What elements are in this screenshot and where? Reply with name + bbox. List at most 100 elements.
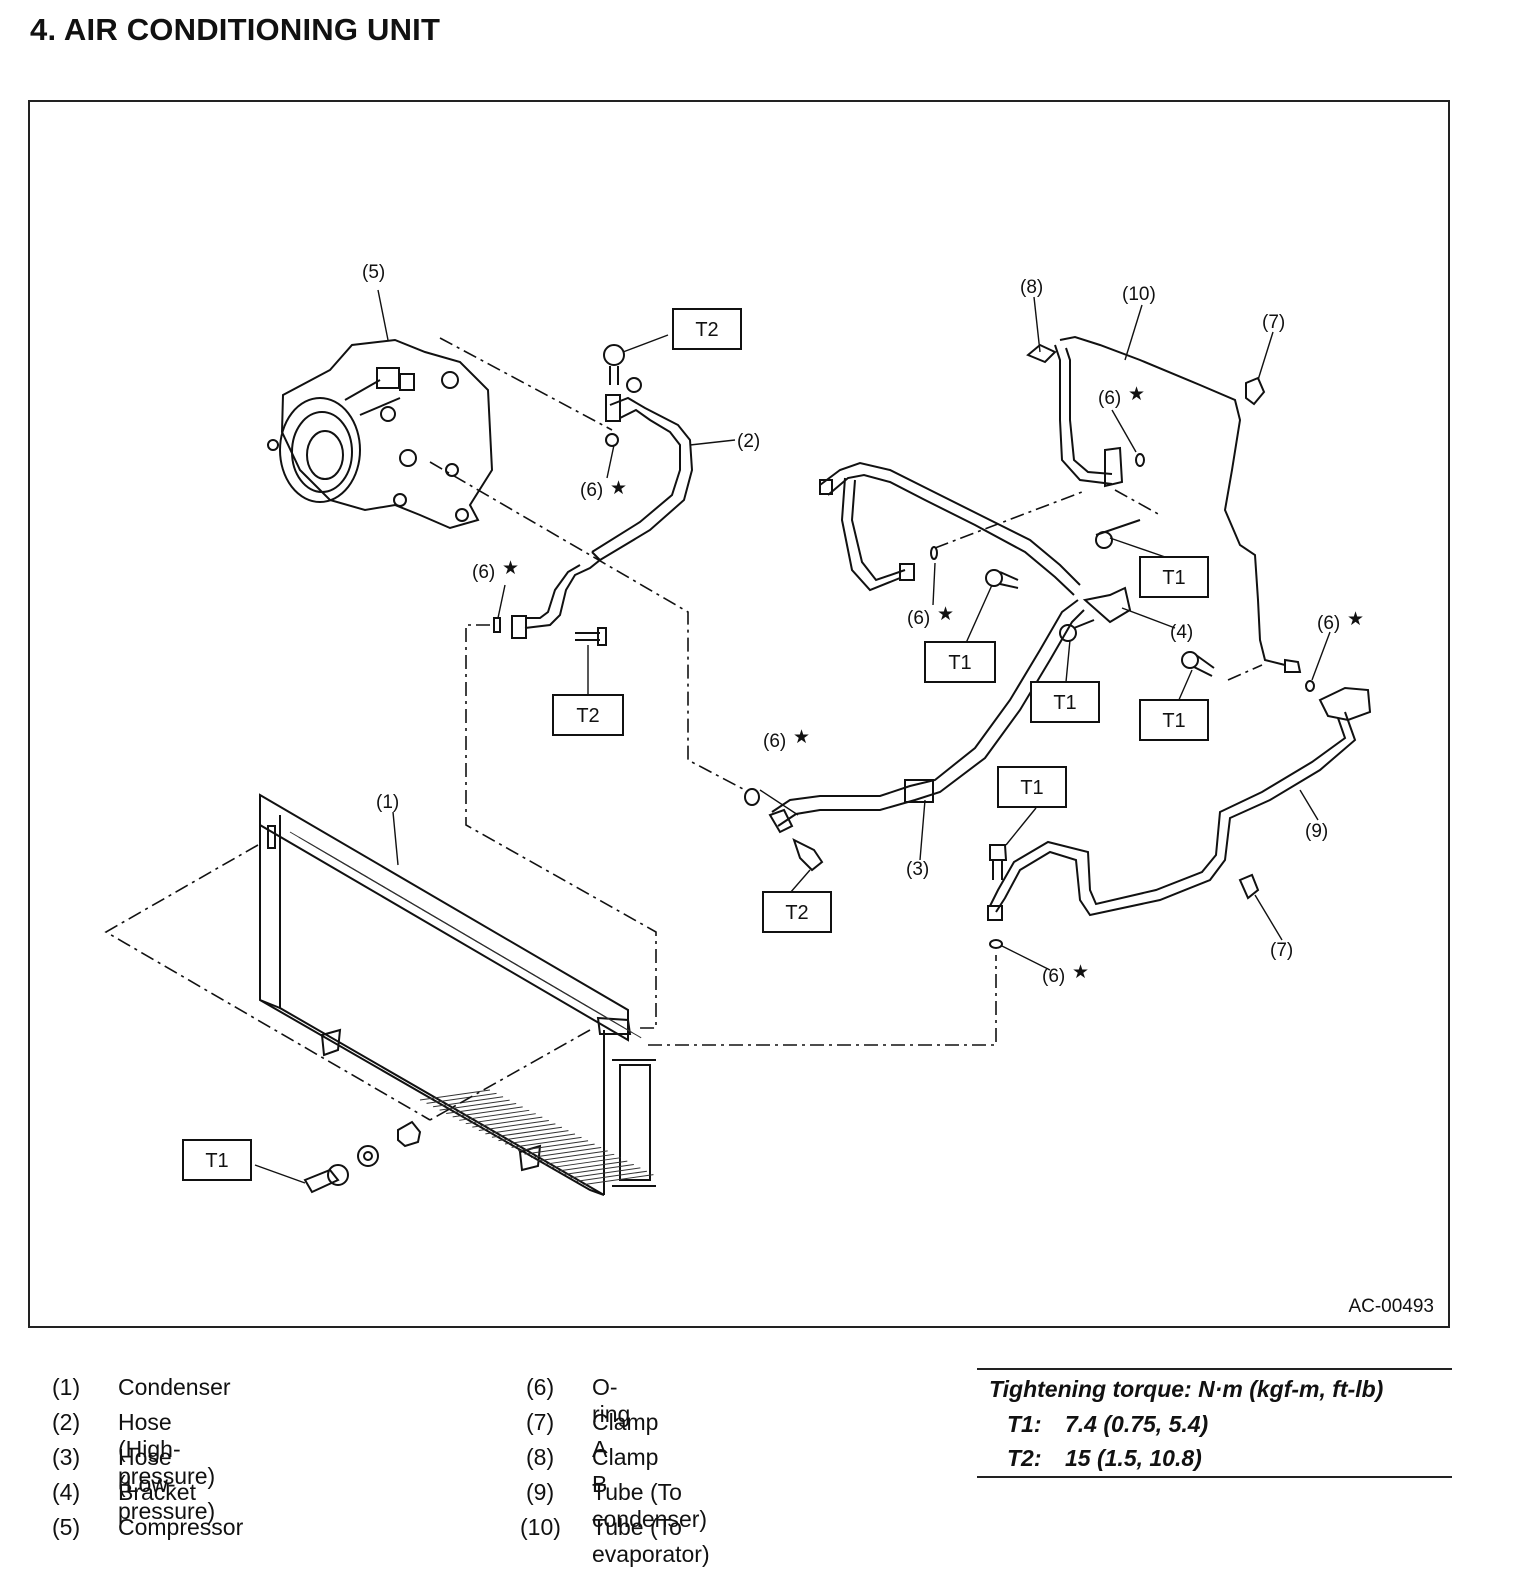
assembly-lines [104, 337, 1263, 1121]
condenser-fin [557, 1160, 628, 1172]
condenser-fin [452, 1106, 523, 1118]
legend-num: (8) [526, 1444, 555, 1470]
legend-text: Condenser [118, 1374, 231, 1400]
star-mark: ★ [1072, 962, 1089, 983]
callout-8: (8) [1020, 277, 1043, 298]
condenser-fin [478, 1119, 549, 1131]
condenser-fin [531, 1147, 602, 1159]
callout-5: (5) [362, 262, 385, 283]
legend-text: Compressor [118, 1514, 244, 1540]
legend-num: (5) [52, 1514, 81, 1540]
condenser-fin [544, 1153, 615, 1165]
o-ring-drawing [493, 453, 1315, 949]
torque-box-t1: T1 [948, 652, 971, 674]
callout-6: (6) [763, 731, 786, 752]
condenser-fins [289, 831, 654, 1186]
torque-box-t1: T1 [1162, 710, 1185, 732]
condenser-fin [433, 1096, 504, 1108]
leader-lines [254, 289, 1331, 1184]
torque-box-t2: T2 [785, 902, 808, 924]
torque-heading: Tightening torque: N·m (kgf-m, ft-lb) [989, 1376, 1384, 1402]
condenser-fin [504, 1133, 576, 1145]
condenser-fin [446, 1103, 517, 1115]
torque-key: T2: [1007, 1445, 1042, 1471]
condenser-fin [511, 1136, 582, 1148]
condenser-fin [491, 1126, 562, 1138]
bolt-drawing [575, 344, 1008, 880]
legend-text: Bracket [118, 1479, 196, 1505]
condenser-fin [537, 1150, 608, 1162]
clamp-a-drawing [1238, 873, 1260, 900]
diagram-frame [28, 100, 1450, 1328]
condenser-fin [419, 1089, 491, 1101]
condenser-fin [550, 1157, 621, 1169]
legend-num: (6) [526, 1374, 555, 1400]
clamp-b-drawing [1026, 343, 1057, 364]
condenser-fin [580, 1002, 642, 1039]
clamp-a-drawing [1245, 376, 1266, 406]
legend-num: (2) [52, 1409, 81, 1435]
condenser-fin [570, 1167, 641, 1179]
page-title: 4. AIR CONDITIONING UNIT [30, 12, 441, 47]
low-pressure-hose-drawing [768, 599, 1085, 834]
torque-box-t1: T1 [1162, 567, 1185, 589]
condenser-fin [472, 1116, 543, 1128]
condenser-fin [498, 1130, 569, 1142]
callout-2: (2) [737, 431, 760, 452]
torque-box-t1: T1 [205, 1150, 228, 1172]
star-mark: ★ [937, 604, 954, 625]
condenser-fin [465, 1113, 536, 1125]
high-pressure-hose-drawing [511, 377, 694, 639]
star-mark: ★ [1347, 609, 1364, 630]
callout-1: (1) [376, 792, 399, 813]
legend-text: O-ring [592, 1374, 631, 1427]
torque-value: 7.4 (0.75, 5.4) [1065, 1411, 1209, 1437]
legend-text: Tube (To condenser) [592, 1479, 708, 1532]
legend-num: (9) [526, 1479, 555, 1505]
legend-text: Tube (To evaporator) [592, 1514, 710, 1567]
star-mark: ★ [502, 558, 519, 579]
legend-num: (1) [52, 1374, 81, 1400]
torque-box-t2: T2 [576, 705, 599, 727]
legend-num: (10) [520, 1514, 561, 1540]
torque-key: T1: [1007, 1411, 1042, 1437]
legend-text: Clamp A [592, 1409, 659, 1462]
condenser-fin [563, 1163, 634, 1175]
callout-9: (9) [1305, 821, 1328, 842]
legend-text: Hose (High-pressure) [118, 1409, 216, 1489]
condenser-fin [459, 1109, 530, 1121]
condenser-fin [524, 1143, 595, 1155]
condenser-fin [583, 1174, 654, 1186]
figure-code: AC-00493 [1348, 1296, 1434, 1317]
callout-6: (6) [1042, 966, 1065, 987]
callout-6: (6) [1317, 613, 1340, 634]
callout-6: (6) [472, 562, 495, 583]
star-mark: ★ [610, 478, 627, 499]
torque-box-t1: T1 [1020, 777, 1043, 799]
callout-6: (6) [580, 480, 603, 501]
callout-10: (10) [1122, 284, 1156, 305]
legend-text: Hose (Low-pressure) [118, 1444, 216, 1524]
condenser-fin [518, 1140, 589, 1152]
star-mark: ★ [1128, 384, 1145, 405]
callout-4: (4) [1170, 622, 1193, 643]
callout-7: (7) [1262, 312, 1285, 333]
legend-num: (7) [526, 1409, 555, 1435]
torque-box-frames [182, 308, 1209, 1181]
callout-3: (3) [906, 859, 929, 880]
torque-row-t1: T1: 7.4 (0.75, 5.4) [1007, 1411, 1208, 1438]
callout-6: (6) [907, 608, 930, 629]
bracket-drawing [1082, 586, 1132, 624]
legend-num: (4) [52, 1479, 81, 1505]
torque-row-t2: T2:15 (1.5, 10.8) [1007, 1445, 1202, 1472]
condenser-fin [485, 1123, 556, 1135]
star-mark: ★ [793, 727, 810, 748]
tightening-torque-table: Tightening torque: N·m (kgf-m, ft-lb) T1… [977, 1368, 1452, 1478]
evaporator-tube-drawing [819, 335, 1302, 673]
legend-text: Clamp B [592, 1444, 659, 1497]
legend-num: (3) [52, 1444, 81, 1470]
condenser-drawing [259, 793, 656, 1196]
condenser-mount-drawing [303, 519, 1215, 1194]
condenser-fin [439, 1099, 510, 1111]
